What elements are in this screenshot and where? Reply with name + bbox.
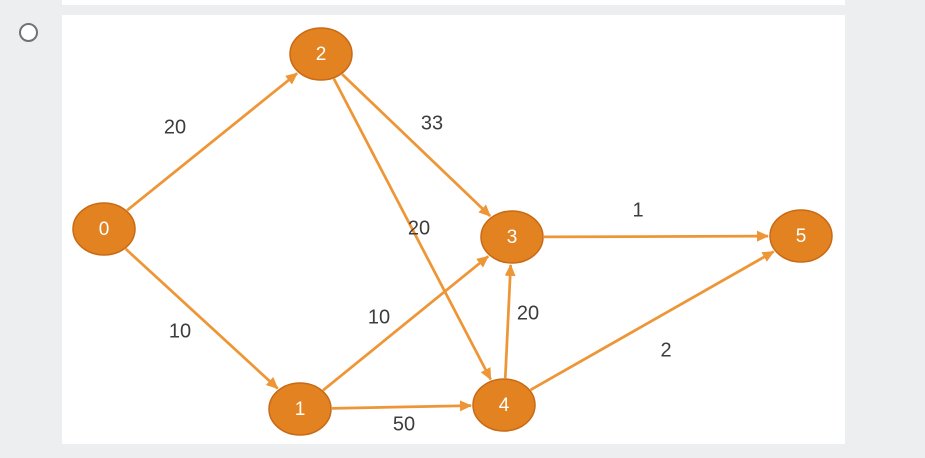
graph-node-1: 1 — [268, 382, 332, 436]
graph-node-5: 5 — [769, 209, 833, 263]
node-ellipse-5 — [769, 209, 833, 263]
node-ellipse-0 — [72, 202, 136, 256]
edge-2-3 — [341, 73, 492, 218]
node-label-4: 4 — [499, 395, 510, 416]
node-label-5: 5 — [796, 226, 807, 247]
node-label-1: 1 — [295, 399, 306, 420]
top-divider-strip — [62, 0, 845, 5]
edge-0-2 — [126, 72, 298, 212]
edge-4-5 — [529, 250, 775, 392]
edge-weight-4-3: 20 — [517, 302, 539, 324]
edge-weight-0-2: 20 — [164, 116, 186, 138]
node-ellipse-2 — [289, 27, 353, 81]
edge-1-4 — [331, 400, 473, 412]
node-label-0: 0 — [99, 219, 110, 240]
edge-2-4 — [332, 78, 492, 381]
node-ellipse-3 — [480, 210, 544, 264]
node-label-3: 3 — [507, 227, 518, 248]
edge-weight-2-3: 33 — [421, 112, 443, 134]
edge-weight-3-5: 1 — [632, 199, 643, 221]
edge-weight-4-5: 2 — [660, 339, 671, 361]
graph-node-2: 2 — [289, 27, 353, 81]
graph-node-3: 3 — [480, 210, 544, 264]
edge-4-3 — [503, 263, 516, 379]
edge-weight-0-1: 10 — [169, 320, 191, 342]
graph-node-4: 4 — [472, 378, 536, 432]
edge-1-3 — [322, 255, 490, 392]
node-ellipse-1 — [268, 382, 332, 436]
edge-weight-1-4: 50 — [393, 413, 415, 435]
graph-node-0: 0 — [72, 202, 136, 256]
edge-weight-2-4: 20 — [408, 217, 430, 239]
node-label-2: 2 — [316, 44, 327, 65]
answer-radio[interactable] — [19, 23, 38, 42]
edge-0-1 — [124, 247, 279, 390]
edge-3-5 — [543, 230, 770, 242]
edge-weight-1-3: 10 — [368, 306, 390, 328]
node-ellipse-4 — [472, 378, 536, 432]
